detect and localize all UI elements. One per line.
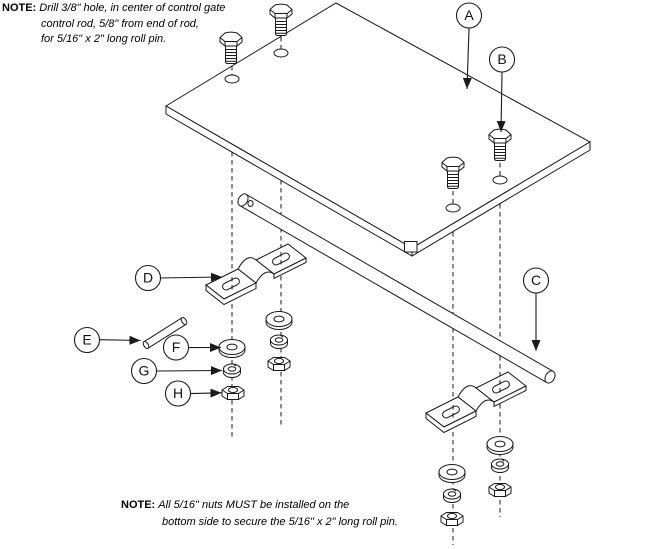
plate-corner-notch <box>404 241 418 253</box>
note-bottom: NOTE: All 5/16" nuts MUST be installed o… <box>121 497 398 531</box>
note-bottom-line-1: NOTE: All 5/16" nuts MUST be installed o… <box>121 497 398 514</box>
bolt-hole-4 <box>492 175 508 185</box>
callout-e-leader <box>99 335 141 345</box>
lock-washer-4 <box>491 458 509 473</box>
callout-g: G <box>130 357 223 385</box>
callout-b: B <box>488 46 516 133</box>
callout-b-leader <box>496 71 506 133</box>
bolt-hole-3 <box>445 203 461 213</box>
note-top: NOTE: Drill 3/8" hole, in center of cont… <box>2 1 225 48</box>
callout-e-letter: E <box>82 332 91 348</box>
bolt-hole-2 <box>273 48 289 58</box>
flat-washer-1 <box>218 339 246 358</box>
note-top-text-1: Drill 3/8" hole, in center of control ga… <box>39 2 226 14</box>
note-top-label: NOTE: <box>2 2 37 14</box>
callout-a: A <box>455 2 483 90</box>
callout-d-circle <box>134 264 162 292</box>
bolt-hole-1 <box>224 74 240 84</box>
callout-g-letter: G <box>139 363 150 379</box>
callout-h: H <box>164 380 222 407</box>
note-bottom-text-2: bottom side to secure the 5/16" x 2" lon… <box>162 516 398 528</box>
callout-a-circle <box>455 2 483 29</box>
flat-washer-3 <box>438 464 466 483</box>
callout-f-letter: F <box>172 339 181 355</box>
flat-washer-2 <box>265 311 293 330</box>
flat-washer-4 <box>486 436 514 455</box>
hex-bolt-2 <box>269 3 293 36</box>
callout-e: E <box>73 326 141 354</box>
roll-pin-hole <box>247 200 254 207</box>
note-top-text-3: for 5/16" x 2" long roll pin. <box>41 33 167 45</box>
callout-e-circle <box>73 326 101 354</box>
callout-d-letter: D <box>143 270 153 286</box>
callout-h-leader <box>190 388 222 398</box>
control-rod <box>237 193 556 384</box>
note-bottom-text-1: All 5/16" nuts MUST be installed on the <box>158 499 350 511</box>
callout-g-circle <box>130 357 158 385</box>
hex-nut-2 <box>267 357 291 371</box>
note-top-line-3: for 5/16" x 2" long roll pin. <box>41 32 225 48</box>
callout-c: C <box>522 267 550 351</box>
roll-pin-top-cap <box>180 317 188 325</box>
control-rod-end-cap <box>544 370 556 384</box>
hex-nut-4 <box>488 483 512 497</box>
note-bottom-line-2: bottom side to secure the 5/16" x 2" lon… <box>162 514 398 531</box>
callout-c-letter: C <box>531 272 541 288</box>
clamp-bracket-2 <box>425 371 527 433</box>
note-top-line-1: NOTE: Drill 3/8" hole, in center of cont… <box>2 1 225 17</box>
callout-b-circle <box>488 46 516 73</box>
callout-f: F <box>162 334 222 361</box>
callout-b-letter: B <box>497 51 506 67</box>
callout-h-letter: H <box>173 385 183 401</box>
control-rod-left-end <box>237 193 249 207</box>
note-top-line-2: control rod, 5/8" from end of rod, <box>41 17 225 33</box>
lock-washer-2 <box>270 334 288 349</box>
clamp-bracket-1 <box>205 243 307 305</box>
lock-washer-3 <box>443 488 461 503</box>
hex-nut-1 <box>221 386 245 400</box>
callout-h-circle <box>164 380 192 407</box>
roll-pin <box>142 317 188 349</box>
roll-pin-bottom-cap <box>142 341 150 349</box>
callout-f-circle <box>162 334 190 361</box>
note-bottom-label: NOTE: <box>121 499 156 511</box>
callout-g-leader <box>156 366 223 376</box>
callout-d: D <box>134 264 223 292</box>
lock-washer-1 <box>223 363 241 378</box>
callout-c-circle <box>522 267 550 294</box>
centerlines <box>231 37 501 545</box>
hex-nut-3 <box>440 512 464 526</box>
callout-a-leader <box>462 28 472 90</box>
callout-a-letter: A <box>464 7 474 23</box>
note-top-text-2: control rod, 5/8" from end of rod, <box>41 17 199 30</box>
callout-d-leader <box>160 272 223 282</box>
